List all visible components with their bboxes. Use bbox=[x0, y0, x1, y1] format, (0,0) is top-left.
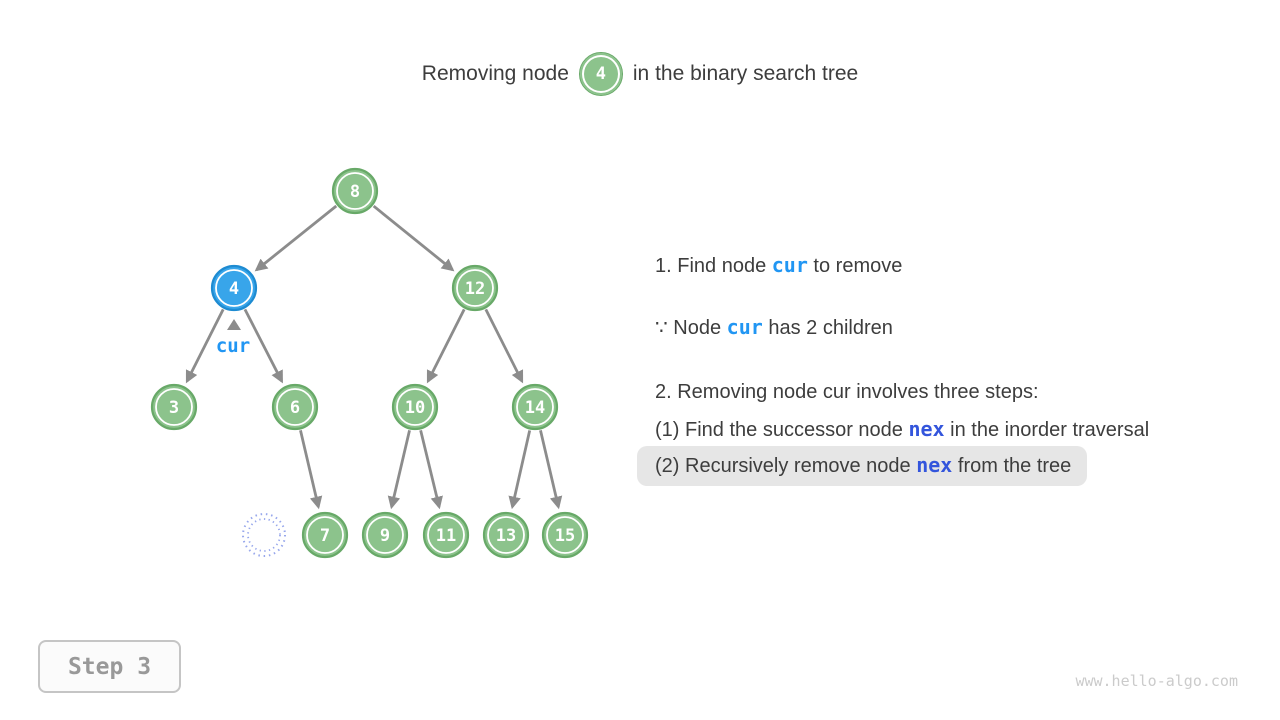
tree-edge-8-4 bbox=[254, 204, 338, 272]
title-suffix: in the binary search tree bbox=[632, 62, 859, 85]
tree-edge-14-15 bbox=[539, 430, 563, 510]
title-node-badge: 4 bbox=[578, 52, 623, 96]
title-node-value: 4 bbox=[595, 64, 607, 84]
tree-edge-4-3 bbox=[185, 308, 225, 384]
tree-node-7 bbox=[301, 511, 349, 559]
note-text: 2. Removing node cur involves three step… bbox=[655, 381, 1039, 403]
inline-code-nex: nex bbox=[916, 453, 953, 477]
tree-node-3 bbox=[150, 383, 198, 431]
tree-node-ring-15 bbox=[546, 516, 584, 554]
note-because: ∵ Node cur has 2 children bbox=[655, 313, 893, 342]
tree-edge-14-13 bbox=[508, 430, 532, 510]
title-prefix: Removing node bbox=[421, 62, 569, 85]
note-text: to remove bbox=[807, 255, 903, 277]
tree-node-value-11: 11 bbox=[436, 526, 456, 546]
tree-node-11 bbox=[422, 511, 470, 559]
removed-node-placeholder-outer bbox=[242, 513, 286, 557]
step-badge: Step 3 bbox=[38, 640, 181, 693]
tree-node-ring-14 bbox=[516, 388, 554, 426]
tree-node-6 bbox=[271, 383, 319, 431]
note-text: (1) Find the successor node bbox=[655, 419, 909, 441]
tree-node-value-3: 3 bbox=[169, 398, 179, 418]
note-text: in the inorder traversal bbox=[944, 419, 1150, 441]
note-text: 1. Find node bbox=[655, 255, 772, 277]
note-text: (2) Recursively remove node bbox=[655, 455, 917, 477]
tree-node-ring-10 bbox=[396, 388, 434, 426]
tree-node-ring-7 bbox=[306, 516, 344, 554]
tree-node-ring-13 bbox=[487, 516, 525, 554]
tree-node-value-7: 7 bbox=[320, 526, 330, 546]
tree-node-ring-11 bbox=[427, 516, 465, 554]
removed-node-placeholder-inner bbox=[247, 518, 281, 552]
note-substep2: (2) Recursively remove node nex from the… bbox=[637, 446, 1088, 486]
cur-pointer-caret-icon bbox=[227, 319, 241, 330]
tree-edge-12-10 bbox=[426, 308, 466, 384]
inline-code-cur: cur bbox=[771, 253, 808, 277]
note-text: has 2 children bbox=[762, 317, 893, 339]
tree-node-14 bbox=[511, 383, 559, 431]
tree-node-12 bbox=[451, 264, 499, 312]
tree-edge-4-6 bbox=[243, 308, 284, 384]
tree-node-ring-12 bbox=[456, 269, 494, 307]
tree-edge-8-12 bbox=[372, 204, 455, 272]
tree-node-value-8: 8 bbox=[350, 182, 360, 202]
tree-node-value-4: 4 bbox=[229, 279, 239, 299]
inline-code-nex: nex bbox=[908, 417, 945, 441]
tree-node-ring-4 bbox=[215, 269, 253, 307]
note-substep1: (1) Find the successor node nex in the i… bbox=[655, 415, 1149, 444]
tree-node-value-13: 13 bbox=[496, 526, 516, 546]
cur-pointer-label: cur bbox=[216, 335, 250, 357]
tree-node-value-14: 14 bbox=[525, 398, 545, 418]
tree-node-ring-9 bbox=[366, 516, 404, 554]
watermark: www.hello-algo.com bbox=[1075, 672, 1238, 690]
note-step1: 1. Find node cur to remove bbox=[655, 251, 902, 280]
tree-node-15 bbox=[541, 511, 589, 559]
note-text: from the tree bbox=[952, 455, 1072, 477]
tree-node-4 bbox=[210, 264, 258, 312]
tree-node-value-12: 12 bbox=[465, 279, 485, 299]
tree-node-8 bbox=[331, 167, 379, 215]
tree-node-9 bbox=[361, 511, 409, 559]
note-text: ∵ Node bbox=[655, 317, 727, 339]
tree-node-value-9: 9 bbox=[380, 526, 390, 546]
tree-node-value-6: 6 bbox=[290, 398, 300, 418]
tree-edge-10-11 bbox=[419, 429, 443, 510]
tree-edge-6-7 bbox=[299, 430, 323, 510]
inline-code-cur: cur bbox=[726, 315, 763, 339]
tree-node-13 bbox=[482, 511, 530, 559]
tree-edge-12-14 bbox=[484, 308, 524, 384]
tree-node-ring-3 bbox=[155, 388, 193, 426]
tree-edge-10-9 bbox=[387, 430, 411, 510]
tree-node-10 bbox=[391, 383, 439, 431]
tree-node-value-15: 15 bbox=[555, 526, 575, 546]
tree-node-value-10: 10 bbox=[405, 398, 425, 418]
tree-node-ring-8 bbox=[336, 172, 374, 210]
note-step2: 2. Removing node cur involves three step… bbox=[655, 378, 1039, 406]
step-badge-label: Step 3 bbox=[67, 653, 152, 680]
figure-title: Removing node 4 in the binary search tre… bbox=[0, 52, 1280, 96]
tree-node-ring-6 bbox=[276, 388, 314, 426]
